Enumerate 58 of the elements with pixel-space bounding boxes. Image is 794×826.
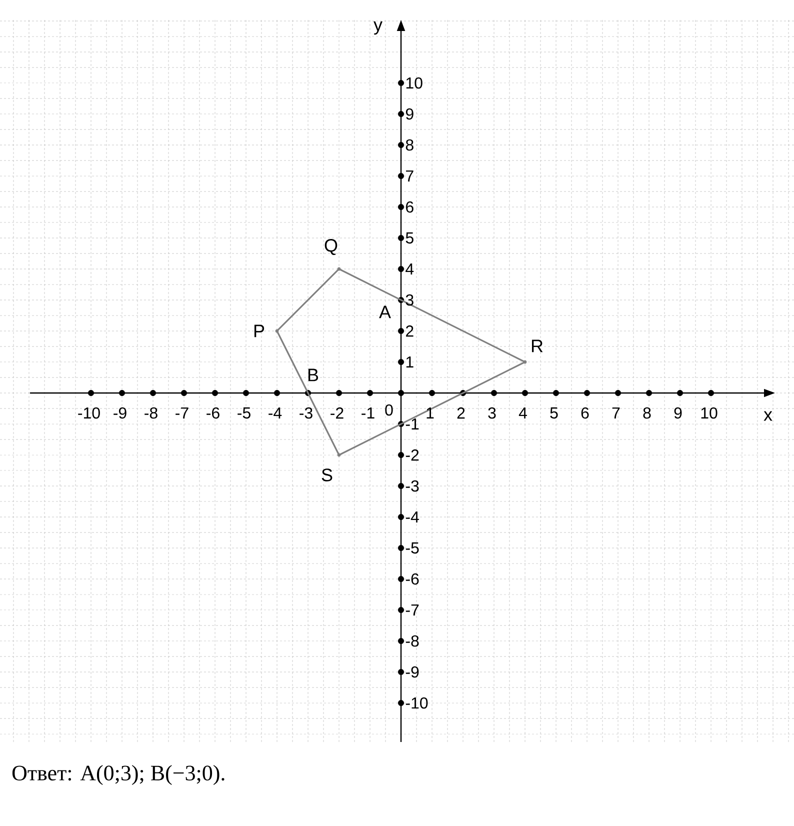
tick-label: -5 <box>238 407 250 419</box>
tick-label: -4 <box>268 407 282 418</box>
tick-label: 8 <box>406 139 414 151</box>
polygon-side <box>338 361 526 456</box>
tick-label: 10 <box>406 77 422 89</box>
tick-label: 2 <box>457 407 465 419</box>
vertex-point <box>523 360 527 364</box>
vertex-label: S <box>322 468 332 482</box>
tick-label: -3 <box>406 480 419 492</box>
tick-label: 3 <box>488 407 496 419</box>
tick-label: -4 <box>406 512 419 522</box>
polygon-side <box>276 268 340 332</box>
tick-label: -10 <box>406 697 428 709</box>
tick-label: 1 <box>406 356 414 368</box>
tick-label: -10 <box>78 407 100 419</box>
tick-label: -6 <box>406 573 419 585</box>
tick-label: 4 <box>518 407 527 418</box>
tick-label: -7 <box>406 604 419 616</box>
tick-label: 7 <box>406 170 414 182</box>
vertex-point <box>337 453 341 457</box>
tick-label: 9 <box>406 108 414 120</box>
tick-label: -3 <box>300 407 312 419</box>
tick-label: 5 <box>406 232 414 244</box>
tick-label: 1 <box>426 407 434 418</box>
tick-label: -1 <box>362 407 374 418</box>
tick-label: 8 <box>643 407 651 419</box>
vertex-label: Q <box>324 239 338 255</box>
tick-label: 4 <box>406 263 414 274</box>
tick-label: -5 <box>406 542 419 554</box>
point-label: A <box>379 306 391 318</box>
polygon-side <box>276 330 340 456</box>
point-label: B <box>308 368 318 382</box>
tick-label: 3 <box>406 294 414 306</box>
axis-label: x <box>764 411 772 421</box>
vertex-label: P <box>254 324 264 338</box>
tick-label: 5 <box>550 407 558 419</box>
axis-label: y <box>374 21 382 35</box>
tick-label: 10 <box>701 407 718 419</box>
tick-label: 6 <box>581 407 589 419</box>
origin-label: 0 <box>385 404 393 416</box>
tick-label: 9 <box>674 407 682 419</box>
tick-label: 2 <box>406 325 414 337</box>
tick-label: 6 <box>406 201 414 213</box>
answer-text: Ответ: A(0;3); B(−3;0). <box>12 765 224 785</box>
tick-label: -6 <box>206 407 220 419</box>
vertex-label: R <box>532 340 543 352</box>
tick-label: -7 <box>176 407 188 418</box>
polygon-side <box>338 268 526 363</box>
tick-label: -9 <box>406 666 419 678</box>
tick-label: -2 <box>406 449 419 461</box>
tick-label: -9 <box>114 407 126 419</box>
tick-label: -8 <box>406 635 419 647</box>
tick-label: -1 <box>406 418 419 430</box>
vertex-point <box>275 329 279 333</box>
tick-label: 7 <box>612 407 620 418</box>
tick-label: -8 <box>144 407 158 419</box>
vertex-point <box>337 267 341 271</box>
tick-label: -2 <box>330 407 344 419</box>
